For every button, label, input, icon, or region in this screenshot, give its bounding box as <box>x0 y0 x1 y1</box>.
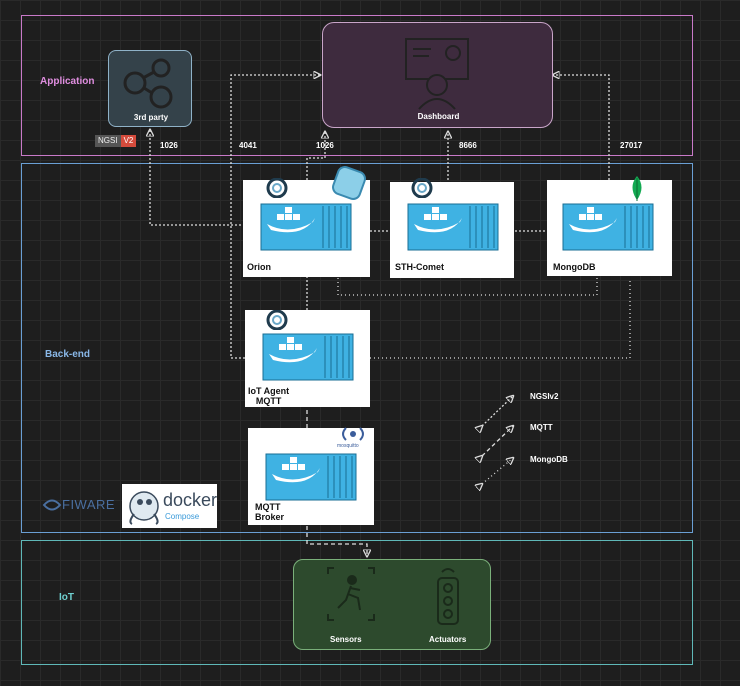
docker-text: docker <box>163 490 218 510</box>
docker-container-icon <box>262 333 354 381</box>
link-iotagent-dashboard <box>230 75 320 359</box>
port-8666: 8666 <box>459 141 477 150</box>
traffic-light-icon <box>437 568 459 625</box>
third-party-node[interactable]: 3rd party <box>108 50 192 127</box>
actuators-label: Actuators <box>429 635 467 644</box>
fiware-logo: FIWARE <box>42 497 115 512</box>
sth-comet-node[interactable]: STH-Comet <box>390 178 514 278</box>
link-db-lower <box>337 278 598 296</box>
orion-label: Orion <box>247 262 271 272</box>
legend-ngsiv2: NGSIv2 <box>530 392 559 401</box>
compose-text: Compose <box>165 512 200 521</box>
dashboard-icon <box>405 38 469 110</box>
ngsi-v2-badge: NGSI V2 <box>95 135 137 147</box>
dashboard-label: Dashboard <box>417 112 460 121</box>
application-layer-label: Application <box>40 76 95 87</box>
legend-mqtt-line <box>482 426 513 456</box>
legend-mongodb-line <box>482 458 513 484</box>
legend-ngsiv2-line <box>482 396 513 426</box>
fiware-logo-icon <box>42 499 62 510</box>
fiware-swirl-icon <box>266 178 288 198</box>
iot-layer <box>21 540 693 665</box>
sth-comet-label: STH-Comet <box>395 262 444 272</box>
iot-agent-node[interactable]: IoT Agent MQTT <box>245 310 370 407</box>
docker-container-icon <box>407 203 499 251</box>
mosquitto-text: mosquitto <box>337 443 359 449</box>
docker-container-icon <box>260 203 352 251</box>
mqtt-broker-node[interactable]: mosquitto MQTT Broker <box>248 427 374 525</box>
mongodb-node[interactable]: MongoDB <box>547 176 672 276</box>
mosquitto-icon <box>342 427 364 441</box>
mqtt-broker-label: MQTT Broker <box>255 502 285 522</box>
iot-layer-label: IoT <box>59 592 74 603</box>
fiware-swirl-icon <box>266 310 288 330</box>
sensor-icon <box>327 567 375 621</box>
port-27017: 27017 <box>620 141 643 150</box>
mongodb-label: MongoDB <box>553 262 596 272</box>
docker-compose-icon <box>129 491 159 525</box>
link-mongo-dashboard <box>553 75 610 180</box>
iot-devices-node[interactable]: Sensors Actuators <box>293 559 491 650</box>
fiware-swirl-icon <box>411 178 433 198</box>
port-4041: 4041 <box>239 141 257 150</box>
third-party-label: 3rd party <box>133 113 169 122</box>
backend-layer <box>21 163 693 533</box>
v2-badge-text: V2 <box>120 135 137 147</box>
legend-mqtt: MQTT <box>530 423 553 432</box>
link-iotagent-mongo <box>370 278 631 359</box>
legend-mongodb: MongoDB <box>530 455 568 464</box>
mongodb-leaf-icon <box>632 176 642 201</box>
iot-agent-label: IoT Agent MQTT <box>248 386 290 406</box>
link-broker-devices <box>306 526 367 556</box>
docker-container-icon <box>562 203 654 251</box>
backend-layer-label: Back-end <box>45 349 91 360</box>
port-1026-third-party: 1026 <box>160 141 178 150</box>
docker-container-icon <box>265 453 357 501</box>
sensors-label: Sensors <box>330 635 362 644</box>
dashboard-node[interactable]: Dashboard <box>322 22 553 128</box>
devices-icons <box>327 567 459 625</box>
share-icon <box>123 58 173 109</box>
docker-compose-logo: docker Compose <box>122 484 217 528</box>
ngsi-badge-text: NGSI <box>95 135 121 147</box>
link-orion-dashboard <box>306 132 325 180</box>
application-layer <box>21 15 693 156</box>
port-1026-dashboard: 1026 <box>316 141 334 150</box>
fiware-logo-text: FIWARE <box>62 497 116 512</box>
